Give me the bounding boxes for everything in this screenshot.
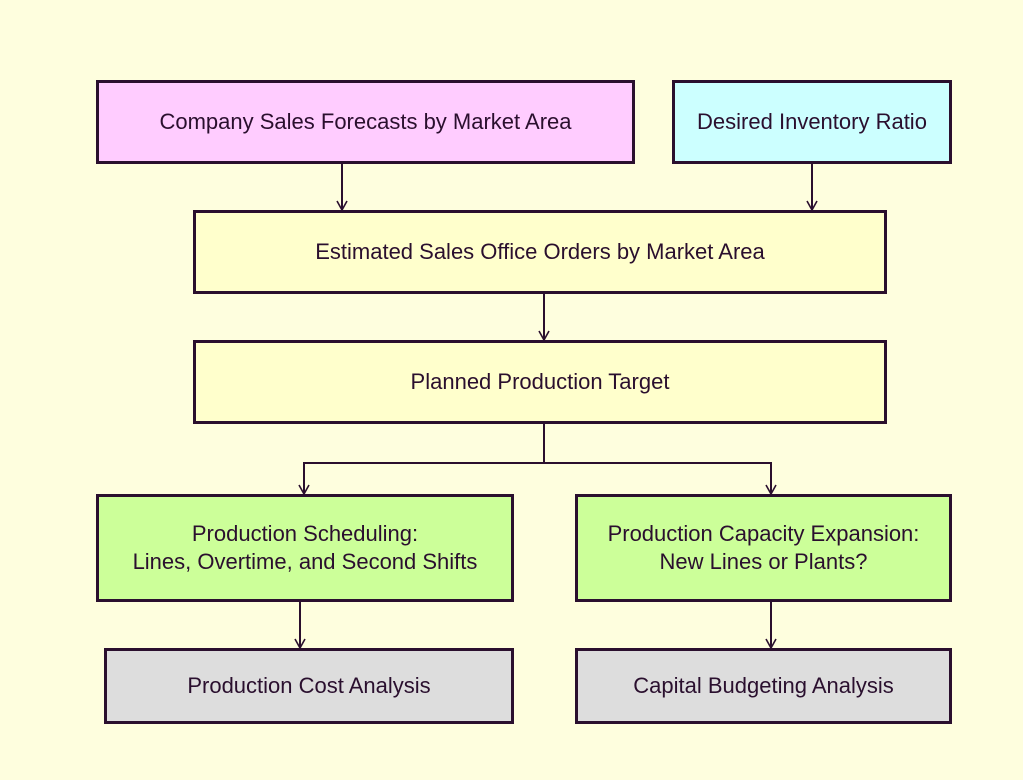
node-label-line: Capital Budgeting Analysis (633, 673, 894, 698)
node-label-line: Lines, Overtime, and Second Shifts (132, 549, 478, 574)
node-label-line: Desired Inventory Ratio (697, 109, 927, 134)
node-desired-inventory-ratio: Desired Inventory Ratio (672, 80, 952, 164)
node-estimated-sales-office-orders: Estimated Sales Office Orders by Market … (193, 210, 887, 294)
node-production-cost-analysis: Production Cost Analysis (104, 648, 514, 724)
node-production-scheduling: Production Scheduling: Lines, Overtime, … (96, 494, 514, 602)
node-label-line: Production Capacity Expansion: (607, 521, 920, 546)
node-label-line: Planned Production Target (410, 369, 670, 394)
node-label-line: Company Sales Forecasts by Market Area (159, 109, 572, 134)
node-label-line: Estimated Sales Office Orders by Market … (315, 239, 765, 264)
edge-production-target-trunk (304, 423, 771, 464)
node-company-sales-forecasts: Company Sales Forecasts by Market Area (96, 80, 635, 164)
node-planned-production-target: Planned Production Target (193, 340, 887, 424)
node-capital-budgeting-analysis: Capital Budgeting Analysis (575, 648, 952, 724)
node-label-line: Production Cost Analysis (187, 673, 431, 698)
node-label-line: New Lines or Plants? (659, 549, 868, 574)
node-label-line: Production Scheduling: (191, 521, 419, 546)
node-production-capacity-expansion: Production Capacity Expansion: New Lines… (575, 494, 952, 602)
